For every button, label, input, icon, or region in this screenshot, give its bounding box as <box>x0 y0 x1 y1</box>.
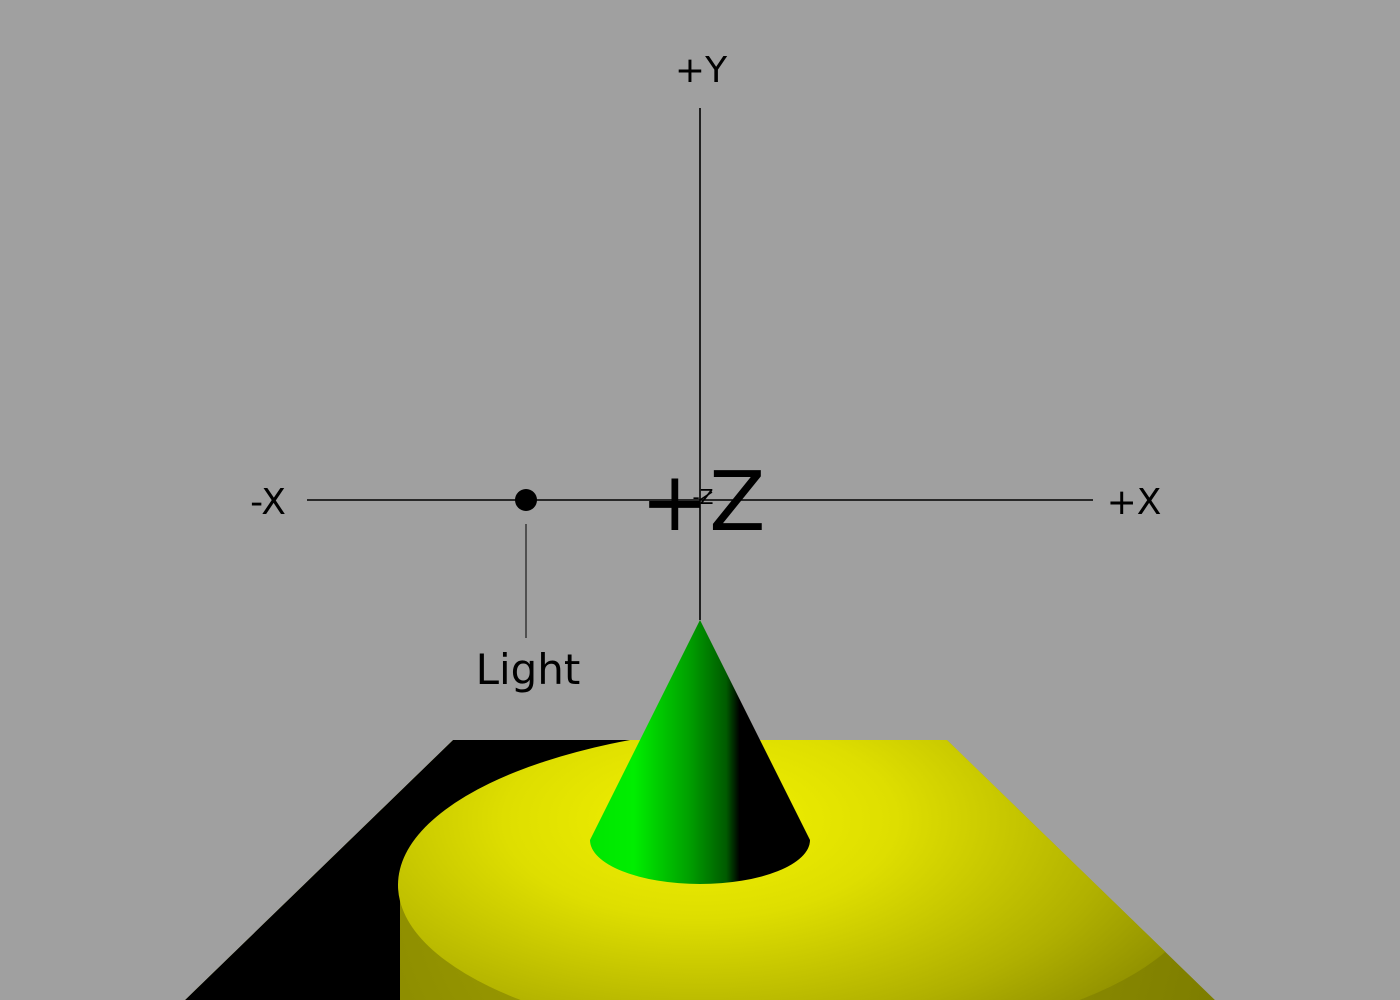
axes <box>307 108 1093 620</box>
floor-plane <box>185 740 1215 1000</box>
cone-body <box>590 620 810 884</box>
pos-x-axis-label: +X <box>1107 482 1162 523</box>
spotlight-pool <box>398 740 1202 1000</box>
pos-z-axis-label: +Z <box>641 455 766 550</box>
light-label: Light <box>476 645 581 694</box>
light-dot <box>515 489 537 511</box>
light-marker: Light <box>476 489 581 694</box>
y-axis-label: +Y <box>675 50 728 91</box>
neg-x-axis-label: -X <box>250 482 286 523</box>
neg-z-axis-label: -Z <box>693 485 714 509</box>
z-axis-line <box>699 491 713 501</box>
cone-object <box>590 620 810 884</box>
